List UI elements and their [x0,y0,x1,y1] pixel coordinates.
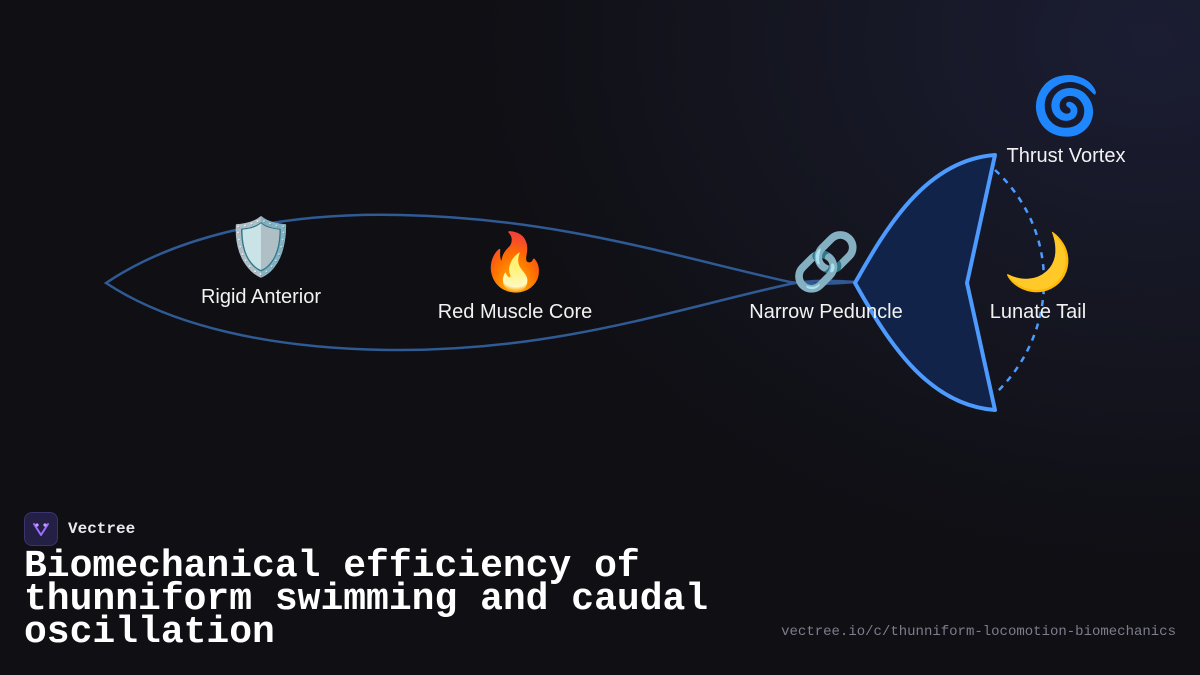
fin-oscillation-arc [994,169,1046,393]
node-label: Red Muscle Core [437,301,593,323]
brand: Vectree [24,512,135,546]
vectree-logo-icon [24,512,58,546]
node-lunate-tail: 🌙 Lunate Tail [990,231,1086,324]
node-label: Narrow Peduncle [749,301,903,323]
node-red-muscle-core: 🔥 Red Muscle Core [438,231,593,324]
brand-name: Vectree [68,520,136,538]
caudal-fin [853,153,997,412]
node-thrust-vortex: 🌀 Thrust Vortex [1007,75,1126,168]
page-url: vectree.io/c/thunniform-locomotion-biome… [781,624,1176,640]
fire-icon: 🔥 [480,230,550,295]
cyclone-icon: 🌀 [1031,74,1101,139]
node-rigid-anterior: 🛡️ Rigid Anterior [201,216,321,309]
shield-icon: 🛡️ [226,215,296,280]
node-label: Lunate Tail [989,301,1087,323]
crescent-moon-icon: 🌙 [1003,230,1073,295]
node-label: Thrust Vortex [1006,145,1126,167]
node-label: Rigid Anterior [200,286,322,308]
link-icon: 🔗 [791,230,861,295]
page-title: Biomechanical efficiency of thunniform s… [24,545,709,654]
node-narrow-peduncle: 🔗 Narrow Peduncle [749,231,902,324]
